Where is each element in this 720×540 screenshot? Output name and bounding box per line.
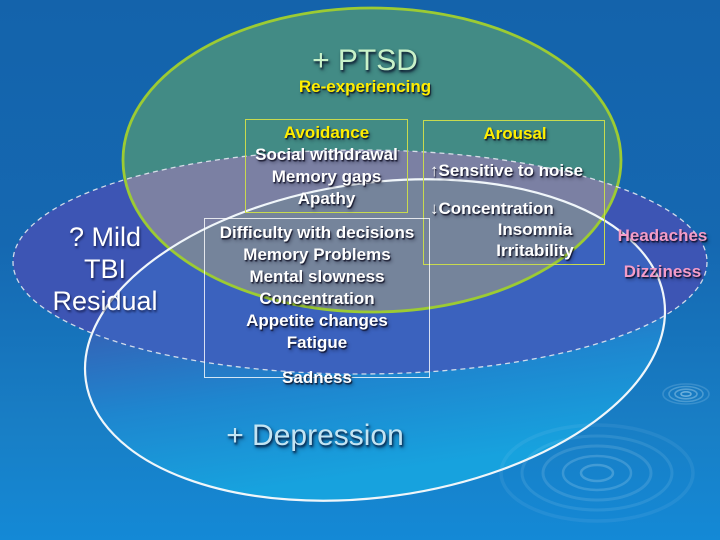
up-arrow-icon: ↑: [430, 161, 439, 180]
tbi-label-line: Residual: [52, 286, 158, 316]
tbi-label-line: ? Mild: [68, 222, 142, 252]
arousal-item-sensitive: ↑Sensitive to noise: [430, 161, 584, 180]
somatic-item-dizziness: Dizziness: [623, 262, 702, 281]
shared-item: Memory Problems: [243, 245, 391, 264]
shared-item: Fatigue: [286, 333, 348, 352]
avoidance-item: Memory gaps: [271, 167, 382, 186]
arousal-item-irritability: Irritability: [496, 241, 574, 260]
shared-item: Mental slowness: [249, 267, 385, 286]
avoidance-item: Social withdrawal: [255, 145, 398, 164]
shared-symptoms-box: Difficulty with decisions Memory Problem…: [204, 218, 430, 378]
arousal-box: Arousal ↑Sensitive to noise ↓Concentrati…: [423, 120, 605, 265]
avoidance-item: Apathy: [297, 189, 356, 208]
water-ripple-small-icon: [662, 383, 710, 405]
somatic-item-headaches: Headaches: [617, 226, 708, 245]
tbi-label-line: TBI: [83, 254, 126, 284]
down-arrow-icon: ↓: [430, 199, 439, 218]
shared-item: Difficulty with decisions: [219, 223, 415, 242]
arousal-item-insomnia: Insomnia: [497, 220, 573, 239]
arousal-item-concentration: ↓Concentration: [430, 199, 554, 218]
water-ripple-large-icon: [499, 423, 695, 523]
shared-item: Concentration: [259, 289, 375, 308]
arousal-title: Arousal: [483, 124, 547, 143]
avoidance-title: Avoidance: [283, 123, 370, 142]
ptsd-subtitle: Re-experiencing: [298, 77, 432, 96]
tbi-ellipse-dashed-border: [12, 149, 708, 375]
avoidance-box: Avoidance Social withdrawal Memory gaps …: [245, 119, 408, 213]
depression-ellipse-border: [83, 178, 667, 502]
shared-item: Appetite changes: [246, 311, 388, 330]
tbi-label: ? Mild TBI Residual: [20, 221, 190, 317]
ptsd-title: + PTSD: [312, 44, 418, 77]
depression-title: + Depression: [226, 419, 404, 452]
shared-item-sadness: Sadness: [282, 368, 352, 387]
ptsd-ellipse-border: [121, 6, 623, 314]
